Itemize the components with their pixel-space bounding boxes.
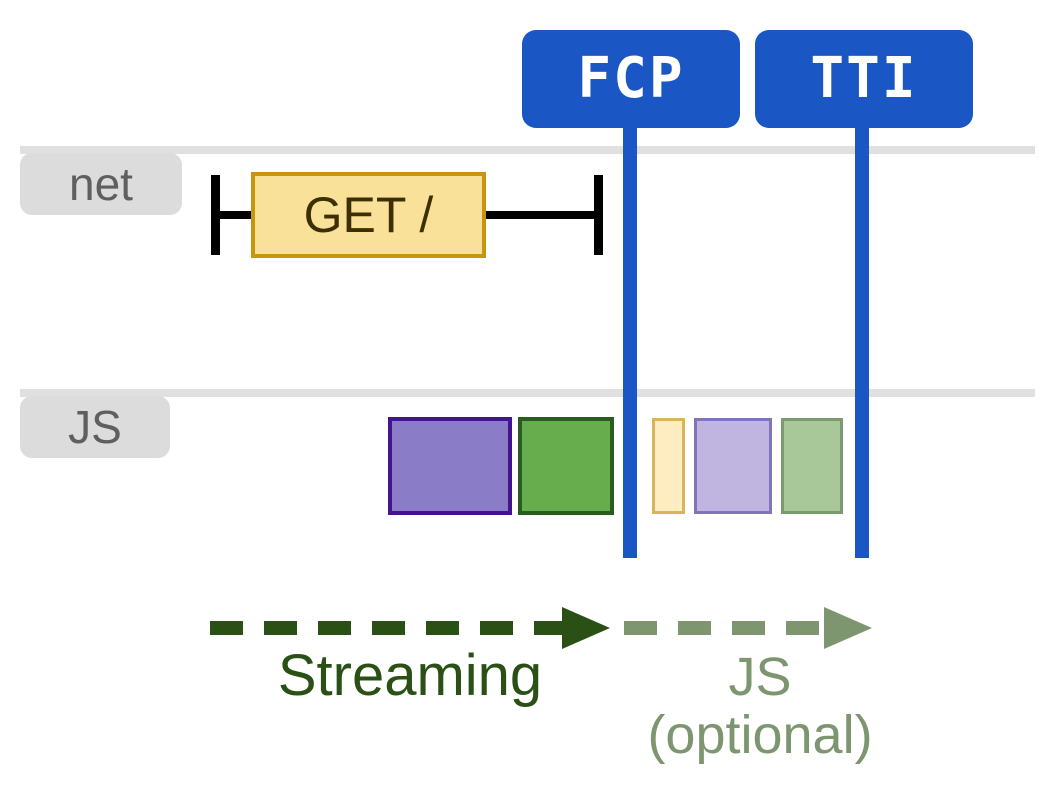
js-task-block-task-5	[781, 418, 843, 514]
arrow-head-streaming	[562, 607, 610, 649]
marker-flag-fcp[interactable]: FCP	[522, 30, 740, 128]
marker-flag-tti[interactable]: TTI	[755, 30, 973, 128]
arrow-dashes-js-optional	[624, 621, 828, 635]
marker-flag-label-tti: TTI	[810, 46, 918, 111]
js-task-block-task-1	[388, 417, 512, 515]
row-label-net: net	[20, 153, 182, 215]
row-label-net-text: net	[69, 158, 133, 210]
arrow-js-optional	[624, 607, 872, 649]
js-task-block-task-3	[652, 418, 685, 514]
track-line-js	[20, 389, 1035, 397]
request-block-label: GET /	[303, 187, 434, 243]
track-line-net	[20, 146, 1035, 154]
row-label-js: JS	[20, 396, 170, 458]
request-block-get-root: GET /	[251, 172, 486, 258]
request-start-cap	[211, 175, 220, 255]
annotation-label-streaming: Streaming	[277, 643, 543, 708]
marker-line-tti	[855, 100, 869, 558]
request-end-cap	[594, 175, 603, 255]
annotation-label-js-optional: JS (optional)	[647, 647, 873, 766]
arrow-head-js-optional	[824, 607, 872, 649]
arrow-dashes-streaming	[210, 621, 566, 635]
js-task-block-task-2	[518, 417, 614, 515]
row-label-js-text: JS	[68, 401, 122, 453]
arrow-streaming	[210, 607, 610, 649]
js-task-block-task-4	[694, 418, 772, 514]
marker-line-fcp	[623, 100, 637, 558]
marker-flag-label-fcp: FCP	[577, 46, 685, 111]
